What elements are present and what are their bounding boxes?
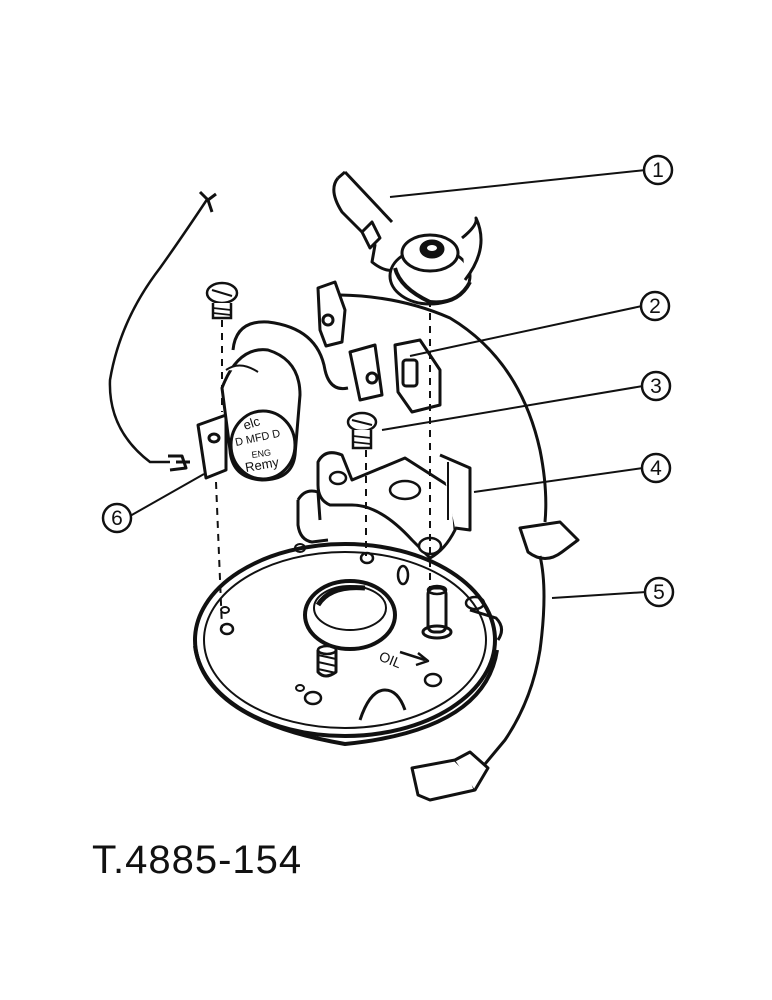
condenser-marking-line-3: ENG	[251, 447, 272, 460]
callout-5: 5	[551, 576, 675, 608]
callout-6-label: 6	[111, 507, 123, 530]
figure-reference-code: T.4885-154	[92, 838, 303, 882]
condenser	[196, 348, 302, 482]
contact-support-bracket	[316, 451, 472, 560]
callout-2-label: 2	[649, 295, 661, 318]
callout-3: 3	[381, 370, 672, 431]
plate-oil-marking: OIL	[377, 648, 404, 671]
ground-lead	[108, 190, 217, 472]
callout-2: 2	[409, 290, 671, 357]
condenser-screw	[205, 281, 239, 320]
condenser-lead-wire	[231, 320, 349, 391]
alignment-lines	[215, 300, 431, 629]
callout-4: 4	[473, 452, 672, 493]
callout-3-label: 3	[650, 375, 662, 398]
breaker-plate	[193, 489, 503, 746]
contact-lock-screw	[346, 411, 378, 450]
callout-4-label: 4	[650, 457, 662, 480]
callout-1: 1	[389, 154, 674, 198]
stationary-contact	[316, 280, 442, 414]
primary-lead	[339, 293, 580, 802]
callout-1-label: 1	[652, 159, 664, 182]
condenser-marking-line-4: Remy	[244, 454, 281, 475]
breaker-arm	[332, 170, 483, 306]
callout-6: 6	[101, 473, 205, 534]
callout-5-label: 5	[653, 581, 665, 604]
condenser-marking-line-1: elc	[241, 413, 262, 433]
